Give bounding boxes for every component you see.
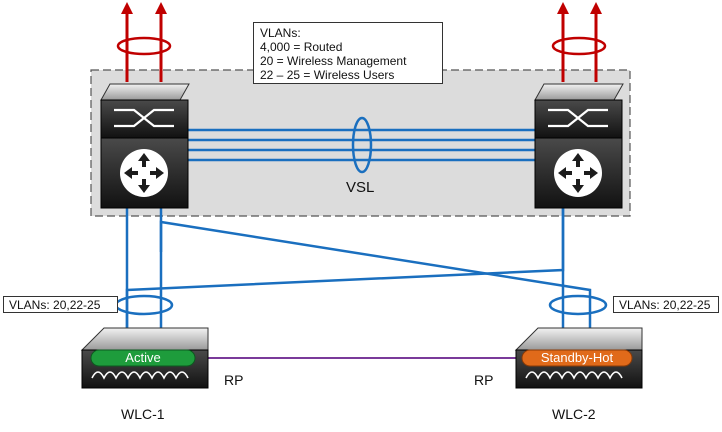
uplinks-right (551, 1, 607, 82)
legend-heading: VLANs: (260, 26, 301, 40)
legend-line: 22 – 25 = Wireless Users (260, 68, 395, 82)
crossover-icon (548, 108, 608, 128)
legend-line: 20 = Wireless Management (260, 54, 407, 68)
uplinks-left (116, 1, 172, 82)
wlc1-name: WLC-1 (121, 406, 165, 422)
vss-switch-left (100, 83, 190, 209)
wlc1-status-label: Active (125, 350, 161, 365)
wlc2-vlan-tag: VLANs: 20,22-25 (613, 296, 719, 313)
wlc1-ports-icon (91, 371, 189, 380)
wlc2-rp-label: RP (474, 372, 494, 388)
wlc2-ports-icon (525, 371, 623, 380)
vss-switch-right (534, 83, 624, 209)
router-icon (554, 149, 602, 197)
vsl-label: VSL (346, 179, 375, 196)
wlc2-status-badge (521, 349, 633, 367)
wlc2-status-label: Standby-Hot (540, 350, 614, 365)
legend-line: 4,000 = Routed (260, 40, 343, 54)
wlc2-controller (514, 327, 643, 389)
wlc1-vlan-tag: VLANs: 20,22-25 (3, 296, 118, 313)
wlc1-status-badge (90, 349, 196, 367)
vsl-links (188, 116, 535, 174)
wlc1-controller (80, 327, 209, 389)
wlc2-name: WLC-2 (552, 406, 596, 422)
crossover-icon (114, 108, 174, 128)
router-icon (120, 149, 168, 197)
wlc1-rp-label: RP (224, 372, 244, 388)
access-links (114, 206, 608, 342)
vlan-legend: VLANs: 4,000 = Routed 20 = Wireless Mana… (253, 22, 443, 84)
